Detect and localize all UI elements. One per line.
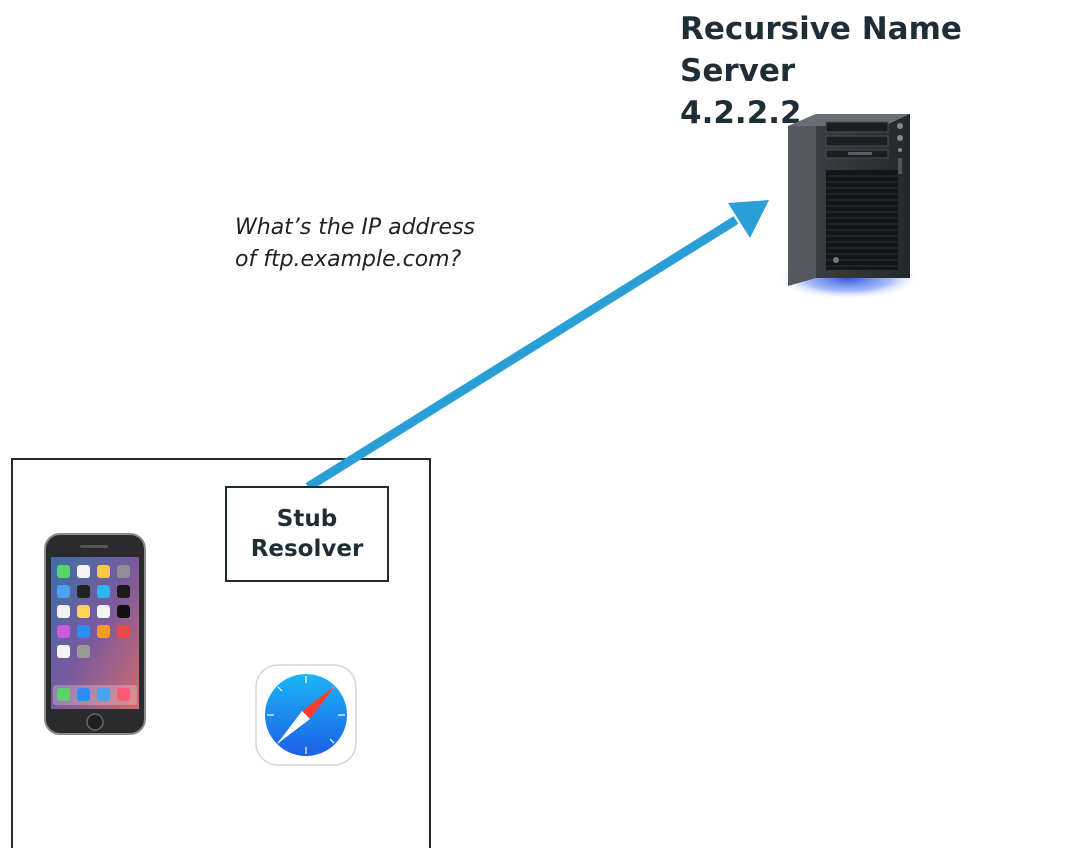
query-annotation: What’s the IP address of ftp.example.com… (235, 212, 565, 276)
safari-compass-icon (255, 664, 357, 766)
stub-resolver-line2: Resolver (250, 536, 364, 562)
server-title-line1: Recursive Name Server (680, 11, 962, 89)
query-line1: What’s the IP address (235, 215, 476, 240)
stub-resolver-line1: Stub (276, 506, 338, 532)
server-title-line2: 4.2.2.2 (680, 95, 802, 131)
server-title: Recursive Name Server 4.2.2.2 (680, 8, 1060, 134)
stub-resolver-box: Stub Resolver (225, 486, 389, 582)
query-line2: of ftp.example.com? (235, 247, 462, 272)
client-device-boundary (11, 458, 431, 848)
smartphone-icon (44, 533, 146, 735)
tower-server-icon (776, 114, 920, 300)
